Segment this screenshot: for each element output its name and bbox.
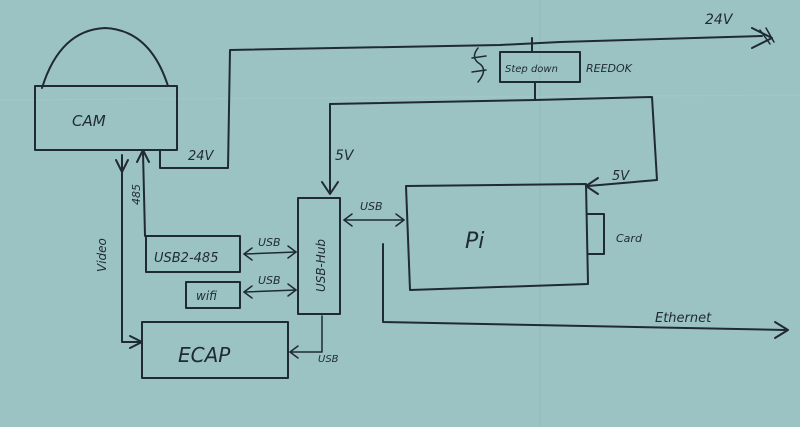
five-v-pi-label: 5V [612, 169, 630, 184]
usb-hub: USB-Hub [297, 197, 341, 315]
wifi-module: wifi [185, 281, 241, 309]
camera-dome [41, 27, 169, 89]
wifi-label: wifi [196, 289, 217, 303]
usb-hub-label: USB-Hub [314, 239, 328, 292]
usb-rs485-arrows [243, 245, 297, 261]
usb-hub-box [297, 197, 341, 315]
fuse-symbol [473, 47, 485, 83]
step-down-converter: Step down REEDOK [471, 37, 633, 101]
usb-ecap-label: USB [318, 354, 339, 365]
ecap-label: ECAP [178, 343, 231, 367]
pi-label: Pi [465, 229, 484, 254]
ecap-unit: ECAP [141, 321, 289, 379]
rs485-wire [142, 151, 146, 237]
usb-rs485-label: USB2-485 [154, 251, 218, 266]
five-v-hub-label: 5V [335, 148, 355, 164]
camera-box [34, 85, 178, 151]
supply-arrow-hatch [759, 27, 775, 45]
cam-24v-label: 24V [188, 149, 215, 164]
supply-arrow [751, 27, 773, 49]
step-down-label: Step down [505, 64, 558, 75]
card-label: Card [616, 232, 643, 245]
five-v-rail [329, 96, 658, 187]
video-arrow-down [115, 159, 129, 173]
rs485-arrow-up [136, 149, 150, 163]
camera-label: CAM [72, 112, 106, 130]
rs485-label: 485 [130, 184, 143, 205]
ethernet-label: Ethernet [655, 311, 712, 326]
video-label: Video [95, 238, 109, 272]
five-v-hub-arrow [321, 181, 339, 195]
ecap-box [141, 321, 289, 379]
usb-rs485-box [145, 235, 241, 273]
fuse-symbol-marks [471, 55, 487, 73]
ethernet-arrow [774, 321, 789, 339]
usb-rs485-link [243, 251, 297, 255]
usb-b-label: USB [258, 274, 281, 287]
supply-24v-label: 24V [705, 12, 734, 28]
wifi-box [185, 281, 241, 309]
supply-24v-wire [159, 35, 763, 169]
usb-rs485-adapter: USB2-485 [145, 235, 241, 273]
usb-hub-conn-label: USB [360, 200, 383, 213]
raspberry-pi: Pi Card [405, 183, 643, 291]
hub-pi-arrows [343, 213, 405, 227]
step-down-box [499, 51, 581, 83]
camera: CAM [34, 27, 178, 151]
hub-ecap-arrow [289, 345, 299, 359]
ethernet-wire [382, 243, 786, 331]
pi-box [405, 183, 589, 291]
wifi-arrows [243, 283, 297, 299]
video-wire [121, 154, 141, 343]
reedok-label: REEDOK [586, 62, 633, 75]
hub-ecap-link [289, 315, 323, 353]
usb-a-label: USB [258, 236, 281, 249]
sd-card-slot [587, 213, 605, 255]
wifi-link [243, 289, 297, 293]
